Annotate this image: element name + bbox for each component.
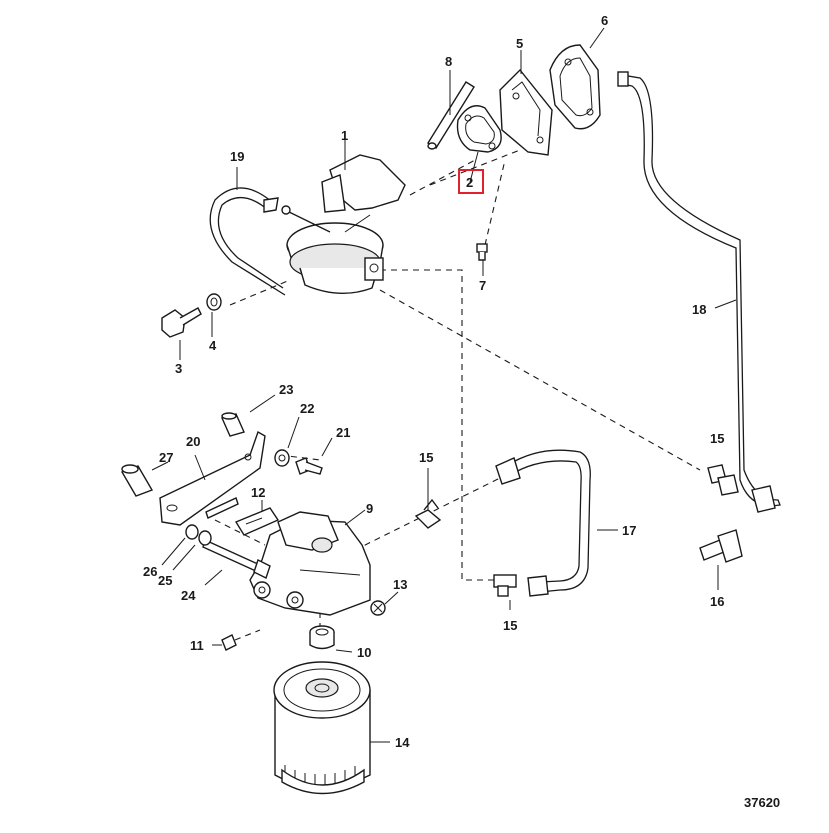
callout-20: 20 [186, 434, 200, 449]
callout-1: 1 [341, 128, 348, 143]
callout-11: 11 [190, 638, 204, 653]
callout-15-nipple: 15 [419, 450, 433, 465]
part-8-rod [427, 81, 475, 150]
callout-3: 3 [175, 361, 182, 376]
callout-8: 8 [445, 54, 452, 69]
part-7-screw [476, 243, 488, 261]
callout-labels: 1 2 3 4 5 6 7 8 9 10 11 12 13 14 15 15 1… [143, 13, 724, 750]
part-15-fitting-lower [493, 574, 517, 597]
part-11-plug [221, 634, 237, 651]
part-18-tube [617, 71, 781, 513]
part-20-bracket [159, 430, 266, 526]
part-24-bolt [202, 539, 271, 579]
callout-24: 24 [181, 588, 196, 603]
callout-6: 6 [601, 13, 608, 28]
assembly-dashed-lines [214, 149, 701, 641]
callout-14: 14 [395, 735, 410, 750]
callout-15-upper: 15 [710, 431, 724, 446]
callout-15-tee: 15 [503, 618, 517, 633]
figure-number: 37620 [744, 795, 780, 810]
callout-17: 17 [622, 523, 636, 538]
part-23-spacer [221, 412, 245, 437]
callout-13: 13 [393, 577, 407, 592]
callout-22: 22 [300, 401, 314, 416]
part-25-washer [198, 530, 212, 546]
callout-25: 25 [158, 573, 172, 588]
leader-lines [151, 27, 737, 743]
part-2-gasket [456, 105, 502, 153]
part-6-cover [549, 44, 601, 130]
part-5-plate [499, 68, 553, 156]
part-12-plate [205, 497, 280, 536]
part-9-filter-head [249, 511, 371, 616]
part-17-tube [495, 449, 591, 597]
callout-4: 4 [209, 338, 217, 353]
callout-18: 18 [692, 302, 706, 317]
callout-2-highlight [458, 169, 484, 194]
callout-27: 27 [159, 450, 173, 465]
callout-9: 9 [366, 501, 373, 516]
part-22-washer [274, 449, 290, 467]
part-3-bolt [161, 307, 202, 338]
callout-5: 5 [516, 36, 523, 51]
callout-16: 16 [710, 594, 724, 609]
part-16-elbow [699, 529, 743, 563]
callout-26: 26 [143, 564, 157, 579]
part-13-plug [370, 600, 386, 616]
part-19-hose [209, 187, 286, 296]
part-10-adapter [309, 625, 335, 650]
callout-12: 12 [251, 485, 265, 500]
callout-21: 21 [336, 425, 350, 440]
callout-10: 10 [357, 645, 371, 660]
part-1-fuel-pump [281, 154, 406, 295]
part-15-fitting-upper [707, 464, 739, 496]
part-21-bolt [295, 457, 323, 475]
callout-7: 7 [479, 278, 486, 293]
callout-2: 2 [466, 175, 473, 190]
part-4-washer [206, 293, 222, 311]
callout-23: 23 [279, 382, 293, 397]
part-27-spacer [120, 464, 154, 497]
callout-19: 19 [230, 149, 244, 164]
part-14-filter [273, 661, 371, 795]
part-26-washer [185, 524, 199, 540]
